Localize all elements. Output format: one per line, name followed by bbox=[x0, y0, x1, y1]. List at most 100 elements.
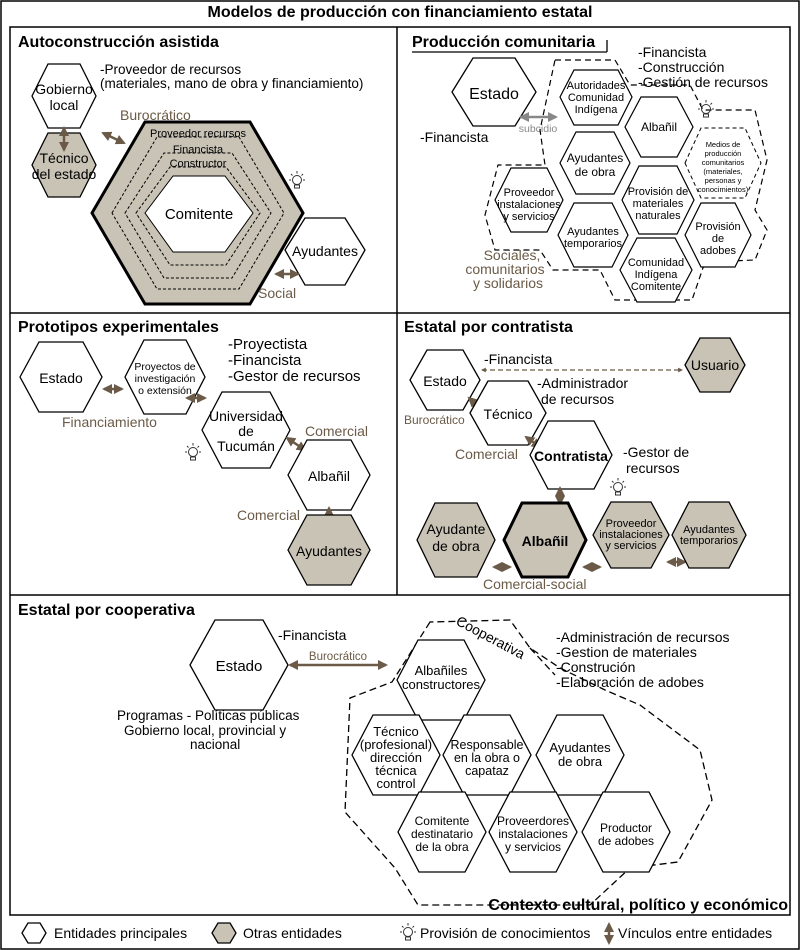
hex-estado bbox=[409, 349, 481, 411]
hex-label: personas y bbox=[705, 176, 742, 185]
hex-contratista bbox=[529, 420, 613, 490]
programas-line: nacional bbox=[190, 737, 240, 752]
role-line: -Gestion de materiales bbox=[556, 644, 697, 660]
hex-label: conocimientos) bbox=[698, 185, 749, 194]
hex-label: de obra bbox=[432, 538, 480, 554]
hex-label: Ayudantes bbox=[292, 243, 358, 259]
hex-ayudantes-temporarios bbox=[557, 202, 629, 268]
legend: Entidades principales Otras entidades Pr… bbox=[21, 922, 772, 945]
hex-label: producción bbox=[705, 149, 742, 158]
role-line: -Elaboración de adobes bbox=[556, 674, 704, 690]
hex-label: Autoridades bbox=[567, 80, 626, 92]
hex-proveedor bbox=[494, 167, 564, 233]
hex-label: Comunidad bbox=[568, 92, 624, 104]
hex-label: de bbox=[712, 233, 724, 245]
role-line: -Administración de recursos bbox=[556, 629, 730, 645]
hex-estado bbox=[19, 341, 103, 413]
ring-label: Financista bbox=[173, 144, 224, 156]
hex-label: Estado bbox=[469, 86, 519, 103]
hex-label: dirección bbox=[370, 750, 422, 765]
cluster-outline bbox=[484, 59, 768, 301]
hex-label: Usuario bbox=[691, 357, 739, 373]
hex-label: Albañiles bbox=[415, 663, 468, 678]
hex-label: Comitente bbox=[415, 814, 470, 828]
role-label: -Gestor de bbox=[623, 444, 689, 460]
legend-label: Provisión de conocimientos bbox=[420, 925, 590, 941]
hex-label: constructores bbox=[402, 677, 481, 692]
hex-ayudantes bbox=[284, 217, 366, 286]
section-estatal-contratista: Estatal por contratista Estado -Financis… bbox=[404, 319, 747, 592]
legend-hex-gray-icon bbox=[211, 922, 237, 944]
hex-label: destinatario bbox=[411, 827, 473, 841]
role-line: (materiales, mano de obra y financiamien… bbox=[100, 76, 363, 91]
hex-tecnico-estado bbox=[31, 132, 97, 198]
hex-label: Albañil bbox=[308, 468, 350, 484]
hex-label: Gobierno bbox=[35, 81, 93, 97]
ring-label: Constructor bbox=[170, 158, 227, 170]
link-label: Burocrático bbox=[120, 107, 191, 123]
ring-label: Proveedor recursos bbox=[150, 128, 246, 140]
hex-tecnico bbox=[469, 380, 547, 446]
role-line: -Construción bbox=[556, 659, 635, 675]
link-label: Financiamiento bbox=[62, 414, 157, 430]
role-label: -Administrador bbox=[537, 375, 628, 391]
hex-label: y servicios bbox=[503, 211, 555, 223]
hex-albanil bbox=[624, 96, 694, 158]
hex-label: de obra bbox=[575, 165, 616, 179]
section-title: Autoconstrucción asistida bbox=[18, 34, 219, 51]
link-label: Comercial bbox=[237, 507, 300, 523]
hex-label: Contratista bbox=[534, 448, 608, 464]
hex-label: investigación bbox=[135, 373, 196, 385]
hex-label: Ayudantes bbox=[683, 524, 735, 536]
hex-label: instalaciones bbox=[599, 529, 663, 541]
hex-label: Albañil bbox=[641, 120, 677, 134]
hex-comitente bbox=[397, 791, 487, 873]
role-line: -Gestión de recursos bbox=[638, 74, 768, 90]
hex-ayudantes-temporarios bbox=[671, 501, 747, 569]
hex-provision-materiales bbox=[621, 165, 695, 235]
hex-label: en la obra o bbox=[454, 751, 520, 765]
hex-autoridades bbox=[559, 69, 633, 126]
hex-provision-adobes bbox=[684, 202, 752, 268]
role-line: -Financista bbox=[228, 352, 302, 369]
hex-label: Técnico bbox=[483, 406, 532, 422]
hex-label: y servicios bbox=[505, 840, 561, 854]
hex-label: Estado bbox=[39, 370, 83, 386]
hex-label: del estado bbox=[32, 166, 97, 182]
hex-label: control bbox=[376, 776, 415, 791]
hex-proveedor bbox=[592, 501, 670, 569]
link-label: y solidarios bbox=[473, 275, 543, 291]
link-label: Sociales, bbox=[484, 247, 541, 263]
hex-ayudante-obra bbox=[416, 502, 496, 578]
hex-label: Ayudantes bbox=[567, 151, 624, 165]
role-label: de recursos bbox=[541, 391, 614, 407]
link-label: Burocrático bbox=[309, 651, 367, 663]
hex-label: de adobes bbox=[598, 834, 654, 848]
hex-label: comunitarios bbox=[702, 158, 745, 167]
hex-label: Estado bbox=[216, 658, 263, 675]
role-label: -Financista bbox=[420, 129, 489, 145]
section-prototipos: Prototipos experimentales -Proyectista -… bbox=[18, 319, 371, 586]
hex-tecnico bbox=[351, 714, 441, 796]
hex-usuario bbox=[684, 337, 746, 393]
legend-hex-white-icon bbox=[21, 922, 47, 944]
hex-label: temporarios bbox=[564, 238, 623, 250]
role-label: -Financista bbox=[278, 627, 347, 643]
hex-label: Productor bbox=[600, 821, 652, 835]
hex-label: Estado bbox=[423, 373, 467, 389]
link-label: Burocrático bbox=[404, 413, 465, 427]
legend-label: Entidades principales bbox=[54, 925, 187, 941]
hex-label: Comitente bbox=[631, 281, 681, 293]
section-title: Estatal por contratista bbox=[404, 319, 573, 336]
hex-proveedores bbox=[488, 791, 578, 873]
link-label: subcidio bbox=[519, 123, 558, 135]
hex-estado bbox=[451, 57, 537, 127]
hex-label: Técnico bbox=[39, 150, 88, 166]
hex-label: de bbox=[238, 423, 254, 439]
hex-label: (materiales, bbox=[703, 167, 742, 176]
hex-label: Universidad bbox=[209, 408, 283, 424]
hex-label: Proveedor bbox=[504, 187, 555, 199]
main-title: Modelos de producción con financiamiento… bbox=[208, 4, 593, 21]
hex-label: Técnico bbox=[373, 724, 419, 739]
hex-productor bbox=[581, 791, 671, 873]
